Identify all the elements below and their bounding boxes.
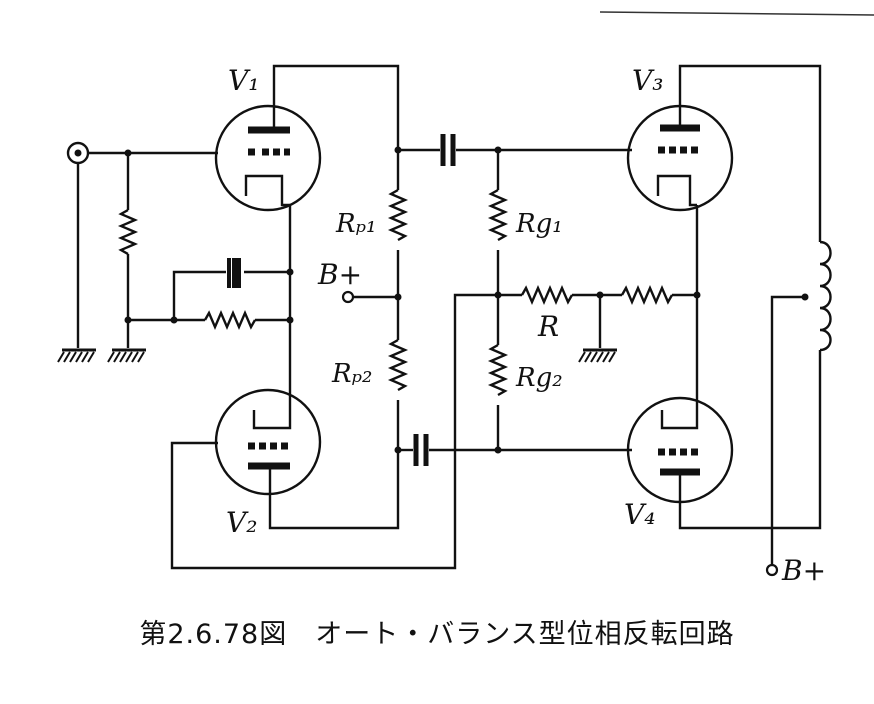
tube-v4 — [626, 350, 822, 530]
cathode-resistor-right — [620, 284, 674, 306]
label-rp2: Rₚ₂ — [331, 359, 372, 389]
label-v3: V₃ — [632, 64, 663, 97]
bplus-terminal-left — [341, 290, 355, 304]
input-terminal — [66, 141, 90, 165]
plate-resistor-rp2 — [387, 338, 409, 392]
plate-resistor-rp1 — [387, 188, 409, 242]
label-rp1: Rₚ₁ — [335, 209, 376, 239]
tube-v3 — [626, 64, 822, 242]
label-r: R — [537, 310, 559, 343]
label-v4: V₄ — [624, 498, 655, 531]
label-bplus-right: B+ — [781, 554, 826, 587]
ground-symbol-2 — [107, 348, 146, 363]
grid-resistor-rg2 — [487, 343, 509, 397]
label-bplus-left: B+ — [317, 258, 362, 291]
output-transformer-coil — [765, 240, 832, 577]
figure-caption: 第2.6.78図 オート・バランス型位相反転回路 — [139, 619, 735, 650]
grid-resistor-rg1 — [487, 188, 509, 242]
label-v1: V₁ — [228, 64, 259, 97]
label-rg2: Rg₂ — [515, 363, 563, 393]
ground-symbol-3 — [578, 348, 617, 363]
coupling-capacitor-top — [440, 134, 456, 166]
resistor-r — [520, 284, 574, 306]
tube-v1 — [214, 64, 400, 212]
label-v2: V₂ — [226, 506, 257, 539]
coupling-capacitor-bottom — [413, 434, 429, 466]
label-rg1: Rg₁ — [515, 209, 563, 239]
bypass-wire — [172, 270, 226, 320]
page-edge-line — [599, 11, 874, 16]
grid-resistor-v1 — [117, 208, 139, 256]
bypass-capacitor — [227, 258, 241, 288]
v2-grid-feedback-wire — [170, 293, 498, 570]
cathode-resistor — [203, 309, 257, 331]
ground-symbol-1 — [57, 348, 96, 363]
